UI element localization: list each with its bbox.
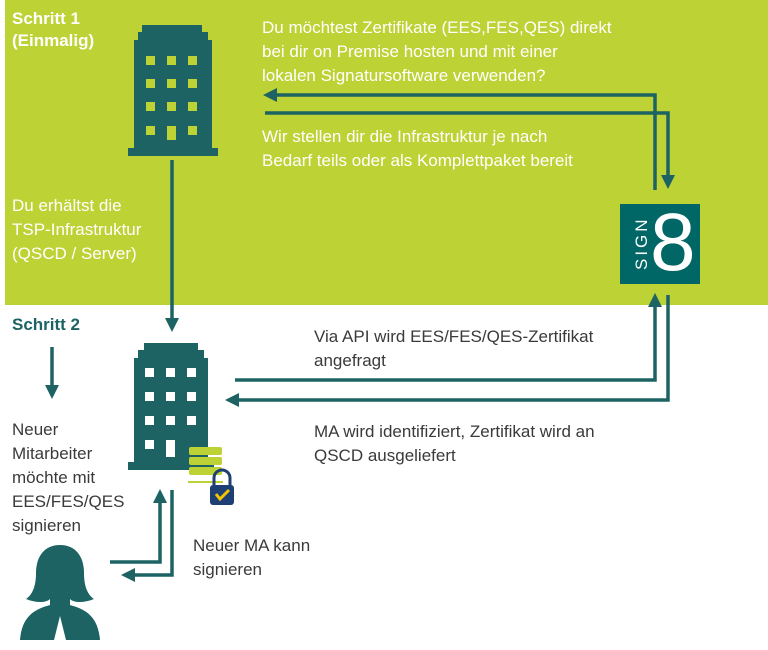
arrow-identify: [225, 295, 670, 407]
logo-digit: 8: [650, 197, 696, 288]
arrow-api: [235, 293, 662, 382]
step1-label: Schritt 1(Einmalig): [12, 9, 95, 50]
logo-word: SIGN: [632, 216, 651, 270]
step2-label: Schritt 2: [12, 315, 81, 334]
arrow-can-sign: [121, 490, 174, 582]
arrow-employee-request: [110, 489, 167, 564]
person-icon: [20, 545, 100, 640]
identify-text: MA wird identifiziert, Zertifikat wird a…: [314, 422, 595, 465]
sign8-logo: SIGN 8: [620, 198, 700, 288]
answer-text: Wir stellen dir die Infrastruktur je nac…: [262, 127, 573, 170]
building-icon-step2: [128, 343, 214, 470]
arrow-answer: [265, 111, 675, 189]
building-icon-step1: [128, 25, 218, 156]
arrow-question: [263, 88, 657, 190]
lock-icon: [210, 468, 234, 505]
question-text: Du möchtest Zertifikate (EES,FES,QES) di…: [262, 18, 612, 85]
server-icon: [188, 447, 223, 483]
